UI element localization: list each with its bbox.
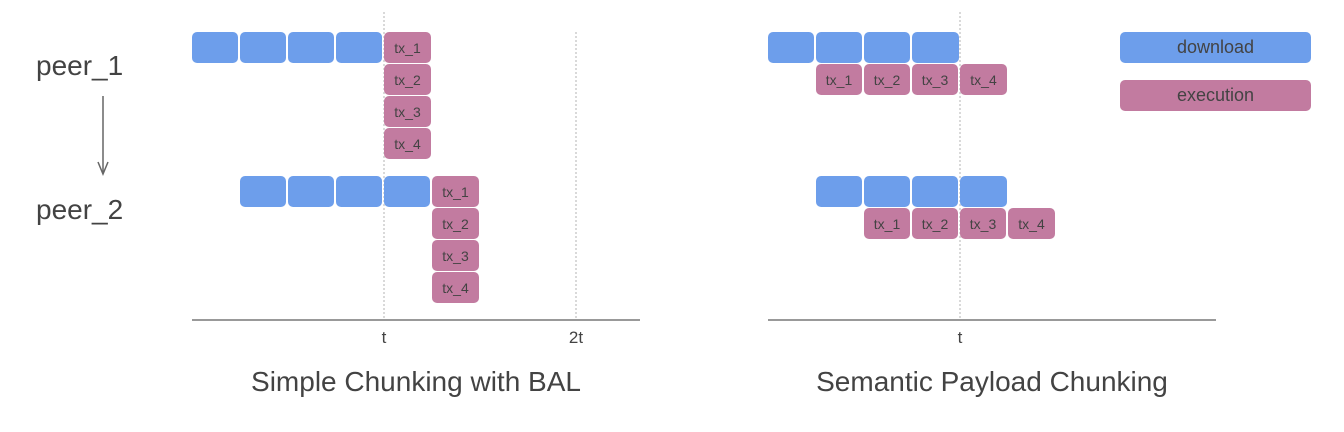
legend-execution: execution — [1120, 80, 1311, 111]
gridline-t — [383, 12, 385, 318]
panel-title: Semantic Payload Chunking — [816, 366, 1168, 397]
execution-tx: tx_3 — [960, 208, 1006, 239]
download-chunk — [864, 176, 910, 207]
execution-tx: tx_4 — [960, 64, 1007, 95]
execution-tx: tx_4 — [384, 128, 431, 159]
download-chunk — [192, 32, 238, 63]
peer-1-label: peer_1 — [36, 50, 124, 81]
download-chunk — [816, 176, 862, 207]
download-chunk — [912, 32, 959, 63]
download-chunk — [336, 176, 382, 207]
panel-title: Simple Chunking with BAL — [251, 366, 581, 397]
execution-tx: tx_4 — [432, 272, 479, 303]
gridline-t — [959, 12, 961, 318]
download-chunk — [336, 32, 382, 63]
time-axis — [768, 319, 1216, 321]
execution-tx: tx_2 — [864, 64, 910, 95]
download-chunk — [864, 32, 910, 63]
download-chunk — [816, 32, 862, 63]
execution-tx: tx_3 — [432, 240, 479, 271]
execution-tx: tx_3 — [384, 96, 431, 127]
gridline-2t — [575, 32, 577, 318]
download-chunk — [240, 176, 286, 207]
tick-label: t — [381, 328, 387, 347]
tick-label: t — [957, 328, 963, 347]
tick-label: 2t — [568, 328, 584, 347]
execution-tx: tx_1 — [816, 64, 862, 95]
execution-tx: tx_2 — [432, 208, 479, 239]
download-chunk — [768, 32, 814, 63]
execution-tx: tx_1 — [384, 32, 431, 63]
peer-propagation-arrow-icon — [96, 96, 110, 181]
download-chunk — [288, 32, 334, 63]
download-chunk — [960, 176, 1007, 207]
download-chunk — [288, 176, 334, 207]
execution-tx: tx_1 — [432, 176, 479, 207]
download-chunk — [912, 176, 958, 207]
download-chunk — [384, 176, 430, 207]
legend-download: download — [1120, 32, 1311, 63]
execution-tx: tx_4 — [1008, 208, 1055, 239]
time-axis — [192, 319, 640, 321]
execution-tx: tx_3 — [912, 64, 958, 95]
peer-2-label: peer_2 — [36, 194, 124, 225]
download-chunk — [240, 32, 286, 63]
execution-tx: tx_2 — [912, 208, 958, 239]
execution-tx: tx_2 — [384, 64, 431, 95]
execution-tx: tx_1 — [864, 208, 910, 239]
